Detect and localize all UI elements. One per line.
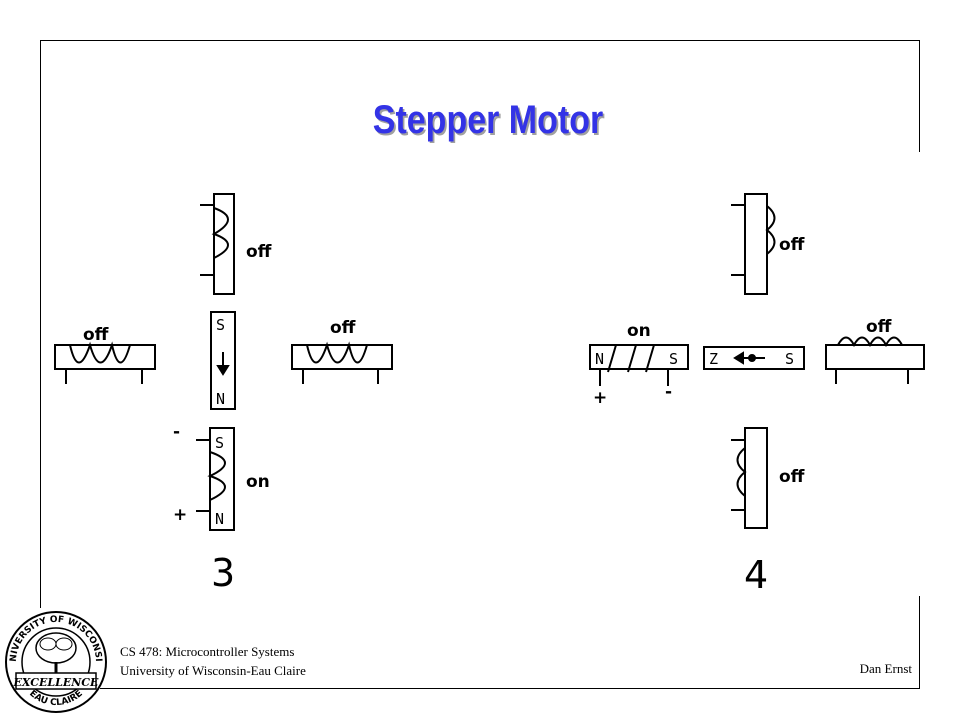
step3-right-coil-state: off (330, 318, 356, 338)
step4-bottom-coil-state: off (779, 467, 805, 487)
step3-plus-terminal: + (173, 505, 187, 525)
slide-frame-right-lower (919, 596, 920, 688)
slide-frame-right-upper (919, 40, 920, 152)
step3-left-coil (54, 341, 156, 384)
step4-rotor-right-pole: S (785, 350, 794, 368)
footer-author: Dan Ernst (859, 661, 912, 676)
step3-top-coil-state: off (246, 242, 272, 262)
step4-top-coil-state: off (779, 235, 805, 255)
step4-rotor (703, 346, 805, 370)
step3-rotor-top-pole: S (216, 316, 225, 334)
step4-bottom-coil (731, 427, 768, 529)
slide-frame-bottom (100, 688, 920, 689)
step3-bottom-coil (196, 427, 235, 531)
step4-left-coil-right-pole: S (669, 350, 678, 368)
step3-bottom-coil-top-pole: S (215, 434, 224, 452)
footer-course: CS 478: Microcontroller Systems (120, 644, 295, 659)
step3-right-coil (291, 341, 393, 384)
step3-top-coil (200, 193, 235, 295)
footer-university: University of Wisconsin-Eau Claire (120, 663, 306, 678)
step4-left-coil-left-pole: N (595, 350, 604, 368)
step4-right-coil (825, 336, 925, 384)
footer-left: CS 478: Microcontroller Systems Universi… (120, 642, 306, 680)
step3-bottom-coil-bottom-pole: N (215, 510, 224, 528)
slide-frame-left (40, 40, 41, 608)
seal-middle-text: EXCELLENCE (13, 676, 100, 689)
step4-minus-terminal: - (665, 382, 672, 402)
university-seal-logo: UNIVERSITY OF WISCONSIN EXCELLENCE EAU C… (2, 604, 107, 713)
step4-plus-terminal: + (593, 388, 607, 408)
tree-icon (35, 632, 77, 676)
slide-title: Stepper Motor (372, 98, 604, 142)
step3-bottom-coil-state: on (246, 472, 270, 492)
step4-right-coil-state: off (866, 317, 892, 337)
step3-rotor (210, 311, 236, 410)
step4-left-coil-state: on (627, 321, 651, 341)
step3-rotor-bottom-pole: N (216, 390, 225, 408)
step4-number: 4 (744, 553, 768, 597)
step4-rotor-left-pole: Z (709, 350, 718, 368)
step4-top-coil (731, 193, 776, 295)
step3-number: 3 (211, 551, 235, 595)
step3-left-coil-state: off (83, 325, 109, 345)
step4-left-coil (589, 344, 689, 386)
step3-minus-terminal: - (173, 422, 180, 442)
slide-frame-top (40, 40, 920, 41)
